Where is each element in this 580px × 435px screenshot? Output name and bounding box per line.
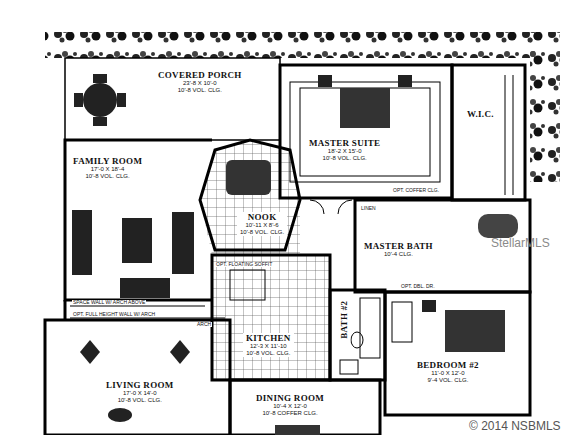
- room-label: MASTER SUITE18'-2 X 15'-010'-8 VOL. CLG.: [306, 138, 383, 162]
- room-label: MASTER BATH10'-4 CLG.: [361, 241, 436, 259]
- room-dimension: 9'-4 VOL. CLG.: [417, 377, 479, 383]
- room-dimension: 10'-8 VOL. CLG.: [246, 350, 291, 356]
- room-name: MASTER SUITE: [309, 139, 380, 148]
- note-text: OPT. DBL. DR.: [400, 284, 436, 289]
- room-dimension: 10'-8 VOL. CLG.: [309, 155, 380, 161]
- room-name: BEDROOM #2: [417, 361, 479, 370]
- room-name: BATH #2: [340, 301, 349, 339]
- room-name: LIVING ROOM: [106, 381, 174, 390]
- note-text: OPT. FLOATING SOFFIT: [215, 262, 273, 267]
- room-name: COVERED PORCH: [158, 71, 242, 80]
- room-dimension: 17'-0 X 18'-4: [73, 166, 142, 172]
- room-dimension: 10'-8 VOL. CLG.: [106, 397, 174, 403]
- room-name: KITCHEN: [246, 334, 291, 343]
- room-dimension: 10'-8 COFFER CLG.: [256, 410, 324, 416]
- room-dimension: 10'-4 X 12'-0: [256, 403, 324, 409]
- porch-label: COVERED PORCH23'-8 X 10'-010'-8 VOL. CLG…: [155, 70, 245, 94]
- room-name: MASTER BATH: [364, 242, 433, 251]
- room-label: BEDROOM #211'-0 X 12'-09'-4 VOL. CLG.: [414, 360, 482, 384]
- note-text: ARCH: [196, 322, 212, 327]
- note-text: SPACE WALL W/ ARCH ABOVE: [72, 300, 146, 305]
- room-dimension: 10'-8 VOL. CLG.: [73, 173, 142, 179]
- room-label: LIVING ROOM17'-0 X 14'-010'-8 VOL. CLG.: [103, 380, 177, 404]
- room-dimension: 23'-8 X 10'-0: [158, 80, 242, 86]
- room-label: KITCHEN12'-3 X 11'-1010'-8 VOL. CLG.: [243, 333, 294, 357]
- note-text: OPT. COFFER CLG.: [392, 188, 440, 193]
- room-dimension: 10'-4 CLG.: [364, 251, 433, 257]
- watermark: StellarMLS: [490, 237, 551, 250]
- room-dimension: 18'-2 X 15'-0: [309, 148, 380, 154]
- room-name: FAMILY ROOM: [73, 157, 142, 166]
- room-label: FAMILY ROOM17'-0 X 18'-410'-8 VOL. CLG.: [70, 156, 145, 180]
- watermark: © 2014 NSBMLS: [468, 420, 562, 433]
- room-dimension: 10'-8 VOL. CLG.: [158, 87, 242, 93]
- room-label: DINING ROOM10'-4 X 12'-010'-8 COFFER CLG…: [253, 393, 327, 417]
- note-text: LINEN: [360, 206, 377, 211]
- room-name: W.I.C.: [467, 110, 494, 119]
- room-dimension: 10'-11 X 8'-6: [240, 222, 284, 228]
- note-text: OPT. FULL HEIGHT WALL W/ ARCH: [72, 312, 156, 317]
- room-name: DINING ROOM: [256, 394, 324, 403]
- room-dimension: 17'-0 X 14'-0: [106, 390, 174, 396]
- room-dimension: 11'-0 X 12'-0: [417, 370, 479, 376]
- room-dimension: 10'-8 VOL. CLG.: [240, 229, 284, 235]
- room-dimension: 12'-3 X 11'-10: [246, 343, 291, 349]
- room-label: BATH #2: [339, 298, 350, 342]
- room-label: W.I.C.: [464, 109, 497, 120]
- room-name: NOOK: [240, 213, 284, 222]
- room-label: NOOK10'-11 X 8'-610'-8 VOL. CLG.: [237, 212, 287, 236]
